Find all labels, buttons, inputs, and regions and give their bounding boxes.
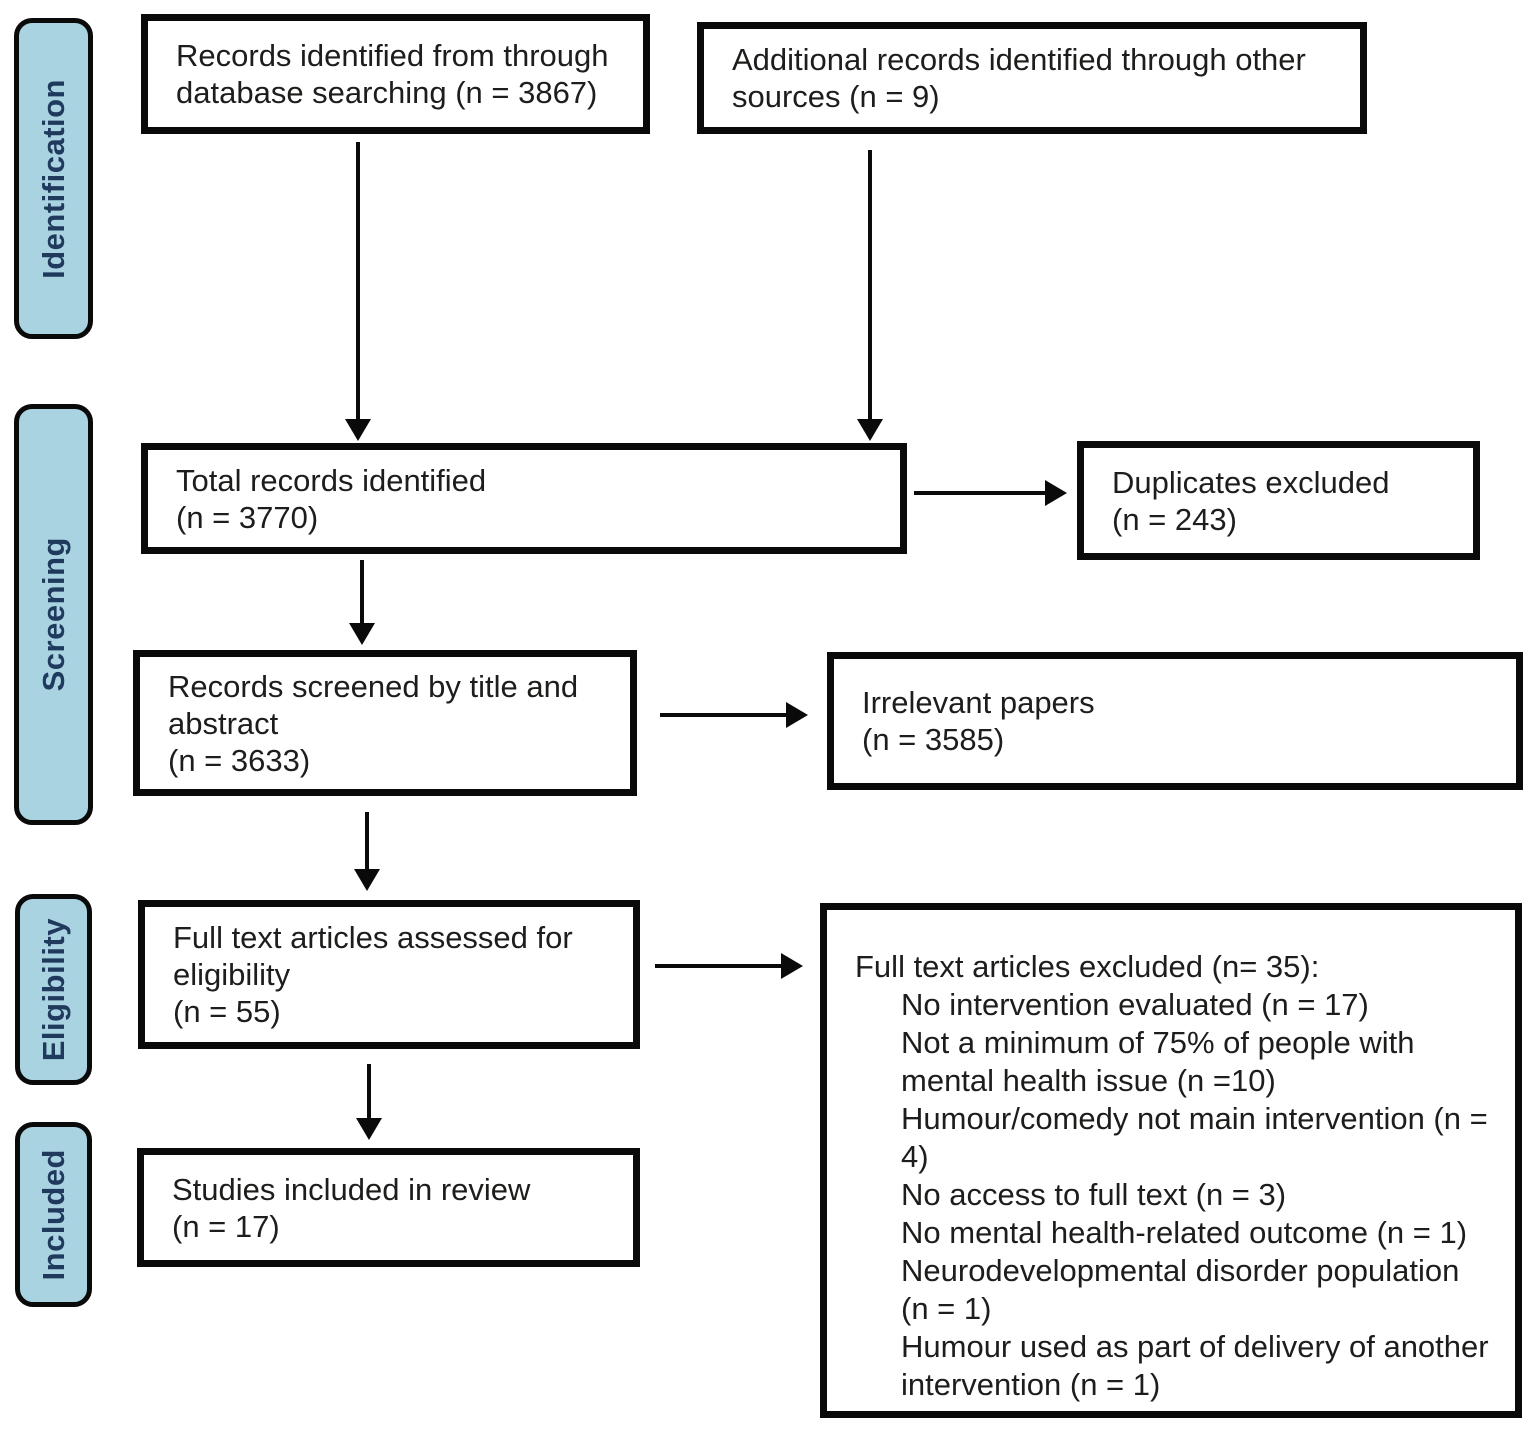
arrow-database-to-total xyxy=(345,142,371,441)
box-records-database-text: Records identified from through database… xyxy=(176,38,609,110)
stage-included-label: Included xyxy=(35,1148,71,1281)
box-duplicates-excluded-text: Duplicates excluded (n = 243) xyxy=(1112,464,1390,537)
excluded-reason: No access to full text (n = 3) xyxy=(901,1177,1287,1212)
box-studies-included-text: Studies included in review (n = 17) xyxy=(172,1171,531,1244)
stage-eligibility-label: Eligibility xyxy=(35,917,71,1062)
box-total-records: Total records identified (n = 3770) xyxy=(141,443,907,554)
stage-included: Included xyxy=(15,1122,92,1307)
arrow-total-to-duplicates xyxy=(914,480,1067,506)
box-irrelevant-papers-text: Irrelevant papers (n = 3585) xyxy=(862,685,1095,757)
excluded-reason: Neurodevelopmental disorder population (… xyxy=(901,1253,1460,1326)
box-total-records-text: Total records identified (n = 3770) xyxy=(176,462,487,535)
excluded-reason: Humour/comedy not main intervention (n =… xyxy=(901,1101,1488,1174)
arrow-total-to-screened xyxy=(349,560,375,645)
box-studies-included: Studies included in review (n = 17) xyxy=(137,1148,640,1267)
box-fulltext-assessed: Full text articles assessed for eligibil… xyxy=(138,900,640,1049)
box-fulltext-excluded-title: Full text articles excluded (n= 35): xyxy=(855,949,1320,984)
arrow-fulltext-to-included xyxy=(356,1064,382,1140)
stage-eligibility: Eligibility xyxy=(15,894,92,1085)
excluded-reason: Not a minimum of 75% of people with ment… xyxy=(901,1025,1415,1098)
excluded-reason: No intervention evaluated (n = 17) xyxy=(901,987,1369,1022)
excluded-reason: Humour used as part of delivery of anoth… xyxy=(901,1329,1489,1402)
arrow-screened-to-irrelevant xyxy=(660,702,808,728)
box-additional-records: Additional records identified through ot… xyxy=(697,22,1367,134)
box-records-screened: Records screened by title and abstract (… xyxy=(133,650,637,796)
stage-identification: Identification xyxy=(14,18,93,339)
arrow-screened-to-fulltext xyxy=(354,812,380,891)
stage-screening-label: Screening xyxy=(35,537,71,692)
box-fulltext-assessed-text: Full text articles assessed for eligibil… xyxy=(173,920,573,1029)
box-duplicates-excluded: Duplicates excluded (n = 243) xyxy=(1077,441,1480,560)
box-additional-records-text: Additional records identified through ot… xyxy=(732,42,1306,114)
box-fulltext-excluded: Full text articles excluded (n= 35): No … xyxy=(820,903,1522,1418)
box-records-database: Records identified from through database… xyxy=(141,14,650,134)
box-irrelevant-papers: Irrelevant papers (n = 3585) xyxy=(827,652,1523,790)
box-records-screened-text: Records screened by title and abstract (… xyxy=(168,668,579,778)
excluded-reason: No mental health-related outcome (n = 1) xyxy=(901,1215,1468,1250)
arrow-fulltext-to-excluded xyxy=(655,953,803,979)
stage-screening: Screening xyxy=(14,404,93,825)
stage-identification-label: Identification xyxy=(35,78,71,279)
arrow-additional-to-total xyxy=(857,150,883,441)
